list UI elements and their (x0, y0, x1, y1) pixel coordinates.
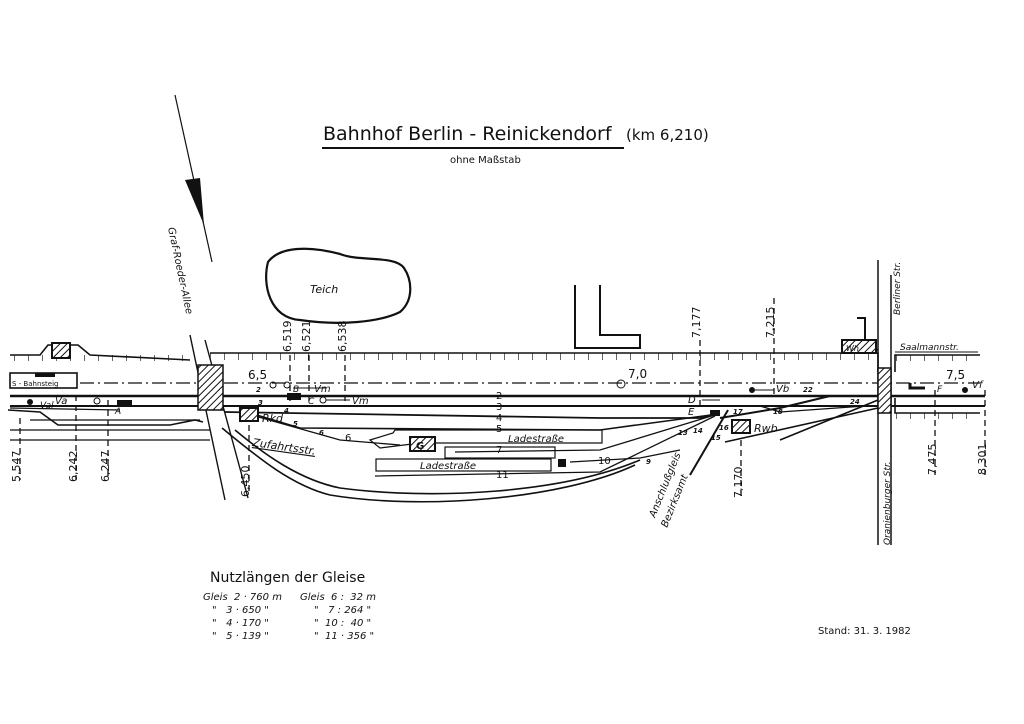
zufahrt-label: Zufahrtsstr. (251, 436, 317, 458)
track-number: 4 (496, 413, 502, 424)
pond: Teich (265, 247, 412, 324)
building-rkd (239, 407, 259, 422)
switch-number: 18 (773, 408, 783, 416)
switch-number: 4 (284, 407, 289, 415)
lengths-cell: " 10 : 40 " (314, 618, 371, 629)
km-marker: 5,547 (10, 451, 23, 483)
track-number: 2 (496, 391, 502, 402)
ladestrasse-1: Ladestraße (508, 434, 564, 445)
signal-label: D (688, 395, 696, 406)
lengths-cell: " 11 · 356 " (314, 631, 374, 642)
building-rwb (731, 419, 751, 434)
km-markers: 5,547 6,242 6,247 6,450 6,519 6,521 6,53… (10, 298, 989, 500)
saalmann-label: Saalmannstr. (900, 343, 959, 353)
s-bahn-platform: S - Bahnsteig (9, 372, 78, 389)
track-number: 11 (496, 470, 509, 481)
title-km: (km 6,210) (626, 126, 709, 144)
track-number: 10 (598, 456, 611, 467)
building-wh (841, 339, 877, 354)
km-marker: 6,521 (300, 321, 313, 353)
track-number: 6 (345, 433, 351, 444)
km-post: 7,5 (946, 368, 965, 382)
switch-number: 24 (850, 398, 860, 406)
lengths-heading: Nutzlängen der Gleise (210, 570, 365, 586)
lengths-cell: " 4 · 170 " (212, 618, 269, 629)
signal-label: Val (40, 401, 54, 411)
switch-number: 9 (646, 458, 651, 466)
fences (7, 344, 980, 503)
km-post-icon (616, 379, 626, 389)
km-marker: 7,475 (926, 444, 939, 476)
switch-number: 2 (256, 386, 261, 394)
oranienburger-str: Berliner Str. Oranienburger Str. Saalman… (877, 260, 978, 545)
signal-label: Vb (776, 384, 789, 395)
signal-label: E (688, 407, 695, 418)
title: Bahnhof Berlin - Reinickendorf (323, 123, 613, 145)
lengths-cell: " 3 · 650 " (212, 605, 269, 616)
km-marker: 6,247 (99, 451, 112, 483)
subtitle: ohne Maßstab (450, 155, 521, 166)
switch-number: 17 (733, 408, 743, 416)
track-number: 7 (496, 445, 502, 456)
graf-roeder-allee: Graf-Roeder-Allee (165, 226, 249, 501)
switch-number: 15 (711, 434, 721, 442)
km-marker: 6,242 (67, 451, 80, 483)
switch-number: 5 (293, 420, 298, 428)
signal-label: Vm (352, 396, 369, 407)
switch-number: 16 (719, 424, 729, 432)
wh-label: Wh (846, 344, 859, 353)
stand-date: Stand: 31. 3. 1982 (818, 626, 911, 637)
switch-number: 6 (319, 429, 324, 437)
track-number: 3 (496, 402, 502, 413)
signals: Val Va A B Vm C Vm D E Vb F Vf (27, 380, 984, 418)
loading-roads: Ladestraße Ladestraße G (368, 429, 603, 472)
goods-shed-label: G (416, 441, 424, 452)
km-marker: 6,519 (281, 321, 294, 353)
signal-label: Va (55, 396, 67, 407)
signal-label: A (114, 407, 121, 417)
lengths-cell: " 7 : 264 " (314, 605, 371, 616)
lengths-cell: " 5 · 139 " (212, 631, 269, 642)
km-post: 6,5 (248, 368, 267, 382)
switch-number: 13 (678, 429, 688, 437)
signal-label: F (937, 385, 943, 395)
km-marker: 7,177 (690, 307, 703, 339)
switch-number: 14 (693, 427, 703, 435)
km-marker: 6,450 (239, 466, 252, 498)
km-marker: 6,538 (336, 321, 349, 353)
km-marker: 8,301 (976, 444, 989, 476)
graf-roeder-label: Graf-Roeder-Allee (165, 226, 194, 315)
switch-numbers: 2 3 4 5 6 9 13 14 15 16 17 18 22 24 (256, 386, 860, 466)
switch-number: 3 (258, 399, 263, 407)
switch-number: 22 (803, 386, 813, 394)
oranienburger-label: Oranienburger Str. (883, 461, 893, 545)
km-marker: 7,170 (732, 467, 745, 499)
berliner-label: Berliner Str. (893, 262, 903, 315)
building-outline (574, 285, 641, 349)
buffer (558, 459, 566, 467)
km-marker: 7,215 (764, 307, 777, 339)
signal-label: B (293, 385, 299, 395)
rwb-label: Rwb (754, 422, 778, 435)
north-arrow-icon (174, 94, 213, 263)
track-number: 5 (496, 424, 502, 435)
signal-label: C (308, 397, 315, 407)
lengths-cell: Gleis 6 : 32 m (300, 592, 376, 603)
lengths-cell: Gleis 2 · 760 m (203, 592, 282, 603)
rkd-label: Rkd (262, 412, 284, 425)
signal-label: Vf (972, 380, 984, 391)
signal-label: Vm (314, 384, 331, 395)
km-post: 7,0 (628, 367, 647, 381)
ladestrasse-2: Ladestraße (420, 461, 476, 472)
platform-label: S - Bahnsteig (12, 380, 58, 388)
tracks (9, 394, 985, 477)
pond-label: Teich (310, 283, 338, 296)
track-lengths-table: Nutzlängen der Gleise Gleis 2 · 760 m Gl… (203, 570, 376, 642)
track-numbers: 2 3 4 5 6 7 10 11 (345, 391, 611, 481)
building (51, 342, 71, 359)
